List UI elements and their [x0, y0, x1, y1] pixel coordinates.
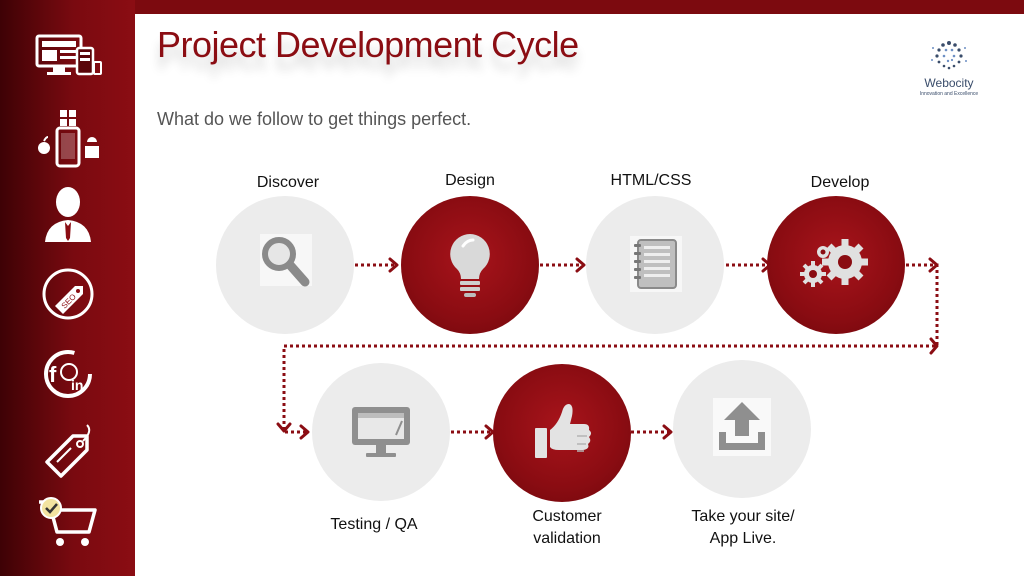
top-bar [135, 0, 1024, 14]
logo-tagline: Innovation and Excellence [919, 91, 979, 97]
arrowhead [928, 257, 939, 273]
step-design [401, 196, 539, 334]
step-label-line: validation [533, 530, 601, 547]
upload-icon [713, 398, 771, 456]
step-label-discover: Discover [256, 174, 320, 191]
arrowhead [388, 257, 399, 273]
logo-name: Webocity [924, 76, 974, 90]
step-html-css [586, 196, 724, 334]
svg-text:f: f [49, 362, 57, 387]
step-label-customer-validation: Customer validation [505, 508, 629, 548]
step-develop [767, 196, 905, 334]
mobile-platforms-icon [38, 110, 99, 168]
sidebar: SEO f in [0, 0, 135, 576]
step-go-live [673, 360, 811, 498]
step-testing [312, 363, 450, 501]
devices-icon [35, 34, 102, 76]
arrowhead [299, 424, 310, 440]
gears-icon [800, 239, 868, 287]
arrowhead [575, 257, 586, 273]
step-label-develop: Develop [810, 174, 870, 191]
step-label-go-live: Take your site/ App Live. [680, 508, 806, 548]
step-label-line: App Live. [709, 530, 777, 547]
arrowhead [929, 337, 939, 355]
webocity-logo: Webocity Innovation and Excellence [908, 36, 990, 102]
step-label-testing: Testing / QA [330, 516, 418, 533]
shopping-cart-icon [39, 497, 97, 546]
social-media-icon: f in [44, 350, 92, 398]
lightbulb-icon [450, 234, 490, 297]
step-label-line: Take your site/ [691, 508, 795, 525]
step-label-html-css: HTML/CSS [610, 172, 692, 189]
arrowhead [662, 424, 673, 440]
step-customer-validation [493, 364, 631, 502]
step-discover [216, 196, 354, 334]
notebook-icon [630, 236, 682, 292]
thumbs-up-icon [535, 404, 591, 458]
logo-dots-icon [931, 41, 967, 70]
step-label-line: Customer [532, 508, 602, 525]
price-tag-icon [45, 424, 91, 478]
magnifier-icon [260, 234, 312, 287]
monitor-icon [352, 407, 410, 457]
seo-tag-icon: SEO [42, 268, 94, 320]
user-icon [45, 187, 91, 242]
page-title: Project Development Cycle [157, 24, 579, 65]
svg-text:in: in [71, 377, 83, 393]
page-subtitle: What do we follow to get things perfect. [157, 109, 472, 129]
step-label-design: Design [445, 172, 495, 189]
connector-develop-testing [282, 263, 939, 434]
arrowhead [276, 422, 292, 433]
